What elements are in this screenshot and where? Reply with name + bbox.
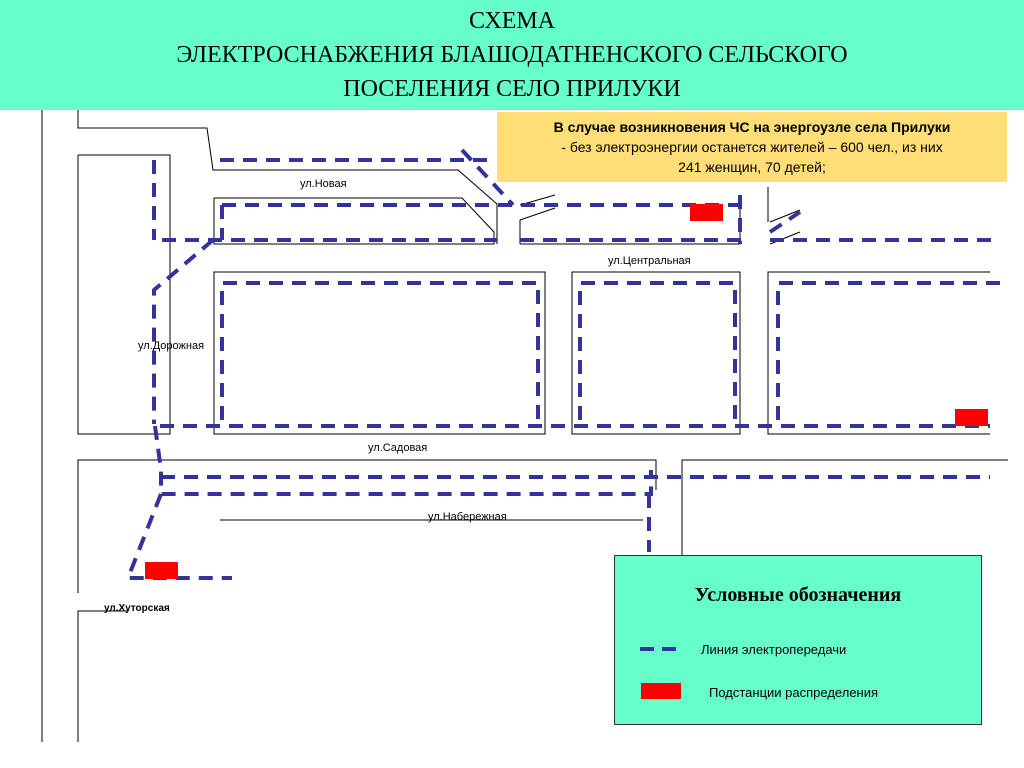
substation-legend-icon xyxy=(641,683,681,699)
road-outlines xyxy=(41,105,1008,742)
substations xyxy=(145,204,988,579)
substation-marker xyxy=(145,562,178,579)
substation-marker xyxy=(690,204,723,221)
power-line-legend-icon xyxy=(640,647,684,651)
alert-line-3: 241 женщин, 70 детей; xyxy=(678,159,826,175)
title-line-3: ПОСЕЛЕНИЯ СЕЛО ПРИЛУКИ xyxy=(343,76,681,102)
street-label-dorozhnaya: ул.Дорожная xyxy=(138,340,205,352)
alert-heading: В случае возникновения ЧС на энергоузле … xyxy=(553,119,951,135)
street-label-novaya: ул.Новая xyxy=(300,178,347,190)
map-legend: Условные обозначения Линия электропереда… xyxy=(614,555,982,725)
street-label-khutorskaya: ул.Хуторская xyxy=(104,603,170,614)
street-label-naberezhnaya: ул.Набережная xyxy=(428,511,507,523)
page-title: СХЕМА ЭЛЕКТРОСНАБЖЕНИЯ БЛАШОДАТНЕНСКОГО … xyxy=(0,0,1024,110)
substation-legend-label: Подстанции распределения xyxy=(709,685,879,700)
power-line-legend-label: Линия электропередачи xyxy=(701,642,847,657)
title-line-1: СХЕМА xyxy=(468,8,556,34)
legend-title: Условные обозначения xyxy=(694,584,902,606)
substation-marker xyxy=(955,409,988,426)
alert-line-2: - без электроэнергии останется жителей –… xyxy=(561,139,943,155)
street-label-sadovaya: ул.Садовая xyxy=(368,442,428,454)
power-lines xyxy=(125,148,1005,580)
title-line-2: ЭЛЕКТРОСНАБЖЕНИЯ БЛАШОДАТНЕНСКОГО СЕЛЬСК… xyxy=(176,42,848,68)
street-label-centralnaya: ул.Центральная xyxy=(608,255,691,267)
emergency-info-box: В случае возникновения ЧС на энергоузле … xyxy=(497,112,1007,182)
